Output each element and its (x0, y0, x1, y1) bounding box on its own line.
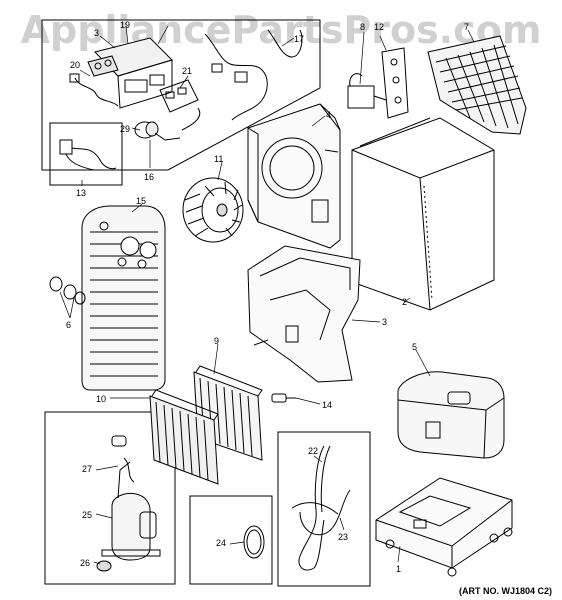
seal-ring (243, 525, 265, 559)
callout-4: 4 (326, 110, 331, 120)
callout-25: 25 (82, 510, 92, 520)
callout-2: 2 (402, 297, 407, 307)
callout-24: 24 (216, 538, 226, 548)
rear-filter (427, 35, 527, 135)
callout-22: 22 (308, 446, 318, 456)
capacitor (134, 121, 181, 141)
callout-13: 13 (76, 188, 86, 198)
wire-harness-top (181, 29, 303, 131)
compressor-inset-frame (44, 411, 176, 585)
refrigerant-tubing (291, 445, 351, 571)
callout-21: 21 (182, 66, 192, 76)
callout-29: 29 (120, 124, 130, 134)
compressor (101, 435, 161, 561)
water-bucket (397, 371, 505, 459)
callout-27: 27 (82, 464, 92, 474)
front-grille (81, 205, 166, 391)
leader-lines (59, 25, 475, 565)
callout-20: 20 (70, 60, 80, 70)
callout-15: 15 (136, 196, 146, 206)
control-knobs (49, 276, 86, 305)
control-parts-inset-frame (41, 19, 321, 171)
callout-17: 17 (294, 34, 304, 44)
harness-inset-frame (49, 122, 123, 186)
callout-3-top: 3 (94, 28, 99, 38)
callout-1: 1 (396, 564, 401, 574)
blower-wheel (182, 177, 244, 243)
evaporator-coil (149, 389, 219, 485)
base-pan-housing (247, 245, 361, 383)
callout-labels: 1 2 3 4 5 6 7 8 9 10 11 12 13 14 15 16 1… (66, 20, 469, 574)
tube-inset-frame (277, 431, 371, 587)
callout-26: 26 (80, 558, 90, 568)
mounting-bracket (381, 47, 409, 119)
callout-11: 11 (214, 154, 223, 164)
callout-19: 19 (120, 20, 130, 30)
callout-9: 9 (214, 336, 219, 346)
callout-23: 23 (338, 532, 348, 542)
callout-8: 8 (360, 22, 365, 32)
callout-6: 6 (66, 320, 71, 330)
art-number: (ART NO. WJ1804 C2) (458, 586, 552, 596)
callout-16: 16 (144, 172, 154, 182)
compressor-grommet (96, 560, 112, 572)
callout-5: 5 (412, 342, 417, 352)
callout-12: 12 (374, 22, 384, 32)
outer-cabinet (351, 117, 495, 311)
callout-7: 7 (464, 22, 469, 32)
humidity-sensor (347, 73, 387, 109)
switch-harness (59, 139, 117, 171)
blower-housing (247, 103, 341, 249)
callout-10: 10 (96, 394, 106, 404)
ring-inset-frame (189, 495, 273, 585)
relay-board (159, 79, 199, 113)
callout-3: 3 (382, 317, 387, 327)
callout-14: 14 (322, 400, 332, 410)
base-plate (375, 477, 513, 577)
valve (271, 393, 296, 403)
